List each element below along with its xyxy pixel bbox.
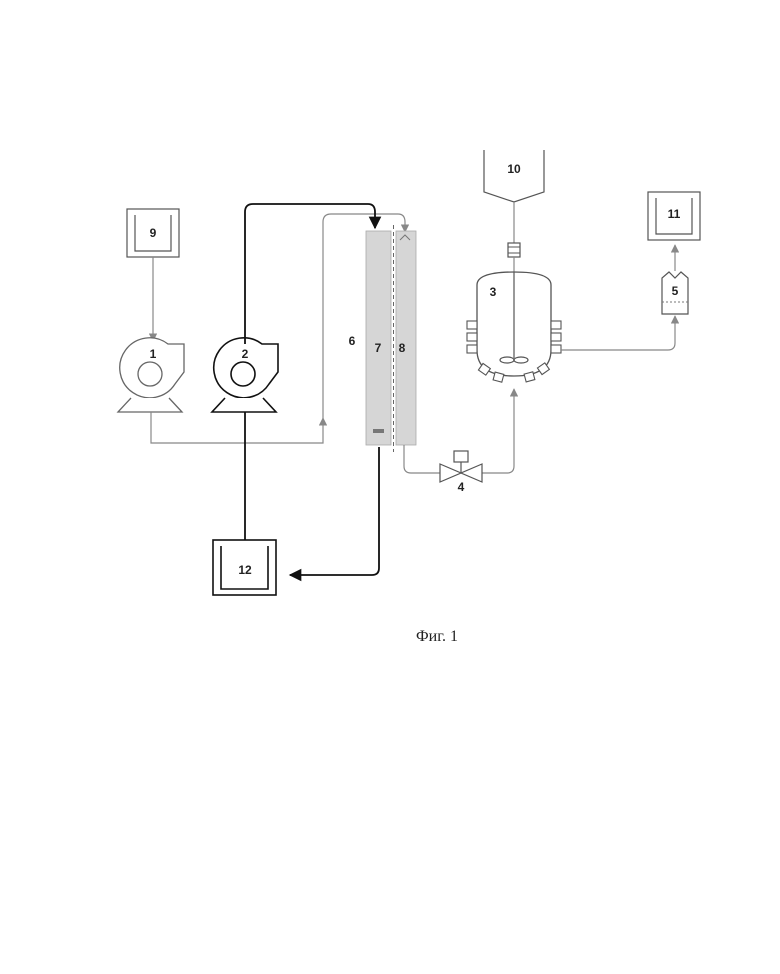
nozzle-right-2 — [551, 333, 561, 341]
column-6: 6 7 8 — [349, 225, 416, 452]
chamber-7-label: 7 — [375, 341, 382, 355]
valve-4-label: 4 — [458, 480, 465, 494]
line-reactor-to-filter — [561, 316, 675, 350]
hopper-10-label: 10 — [507, 162, 521, 176]
line-pump1-to-column-bottom — [151, 412, 323, 443]
filter-5: 5 — [662, 272, 688, 314]
line-valve-to-reactor — [482, 389, 514, 473]
pump-1-label: 1 — [150, 347, 157, 361]
nozzle-left-2 — [467, 333, 477, 341]
tank-11-label: 11 — [668, 207, 681, 221]
chamber-8 — [396, 231, 416, 445]
feeder — [508, 243, 520, 257]
pump-1: 1 — [118, 338, 184, 412]
reactor-3: 3 — [467, 272, 561, 382]
tank-9-label: 9 — [150, 226, 157, 240]
line-gray-to-chamber8 — [323, 214, 405, 418]
chamber-7 — [366, 231, 391, 445]
hopper-10: 10 — [484, 150, 544, 202]
column-6-label: 6 — [349, 334, 356, 348]
nozzle-left-3 — [467, 345, 477, 353]
nozzle-bottom-3 — [524, 372, 535, 382]
tank-9: 9 — [127, 209, 179, 257]
pump-2-label: 2 — [242, 347, 249, 361]
line-column-to-tank12 — [290, 447, 379, 575]
nozzle-bottom-2 — [493, 372, 504, 382]
nozzle-left-1 — [467, 321, 477, 329]
line-pump2-to-column-top — [245, 204, 375, 344]
tank-12: 12 — [213, 540, 276, 595]
tank-12-label: 12 — [238, 563, 252, 577]
figure-caption: Фиг. 1 — [416, 628, 458, 645]
chamber-8-label: 8 — [399, 341, 406, 355]
pump-2: 2 — [212, 338, 278, 412]
tank-11: 11 — [648, 192, 700, 240]
reactor-3-label: 3 — [490, 285, 497, 299]
nozzle-right-3 — [551, 345, 561, 353]
line-chamber8-to-valve — [404, 445, 440, 473]
column-outlet-mark — [373, 429, 384, 433]
valve-4: 4 — [440, 451, 482, 494]
filter-5-label: 5 — [672, 284, 679, 298]
nozzle-right-1 — [551, 321, 561, 329]
